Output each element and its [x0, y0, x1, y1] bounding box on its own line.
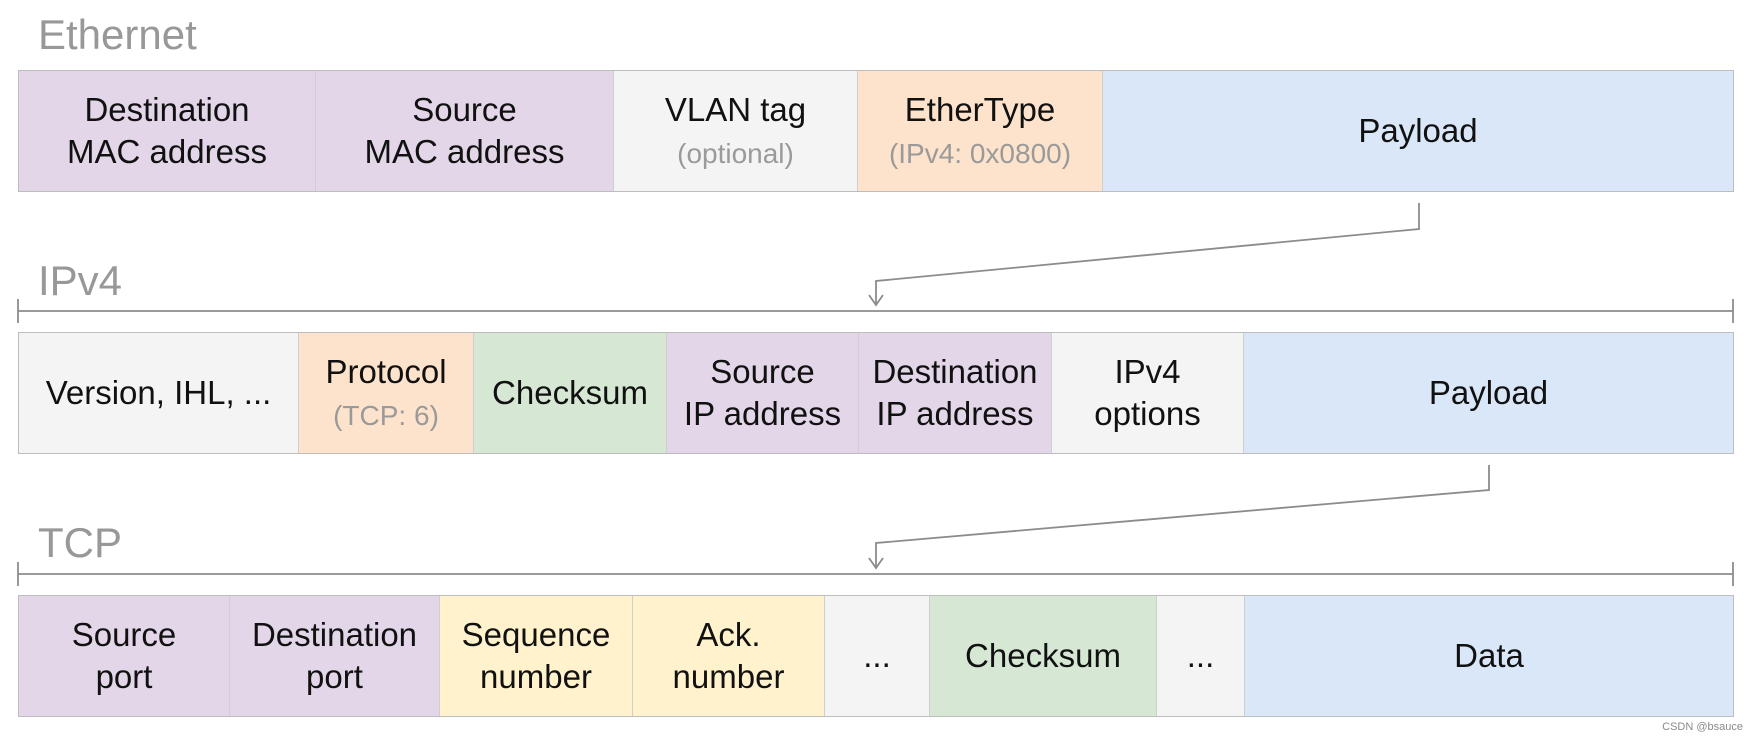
- field-label: Protocol: [325, 353, 447, 391]
- field-label: Destination port: [251, 615, 418, 695]
- field-label: Checksum: [965, 636, 1121, 674]
- tcp-ellipsis-field: ...: [1157, 596, 1245, 716]
- field-label: Source IP address: [683, 352, 842, 432]
- tcp-segment: Source port Destination port Sequence nu…: [18, 595, 1734, 717]
- field-label: ...: [1186, 636, 1215, 674]
- field-label: Source port: [71, 615, 177, 695]
- ipv4-protocol-field: Protocol (TCP: 6): [299, 333, 474, 453]
- ethernet-frame: Destination MAC address Source MAC addre…: [18, 70, 1734, 192]
- field-note: (optional): [677, 137, 794, 169]
- ethernet-destination-mac-field: Destination MAC address: [19, 71, 316, 191]
- field-label: Destination MAC address: [67, 90, 267, 170]
- field-label: Source MAC address: [364, 90, 565, 170]
- ipv4-source-ip-field: Source IP address: [667, 333, 859, 453]
- ipv4-payload-field: Payload: [1244, 333, 1733, 453]
- ethernet-source-mac-field: Source MAC address: [316, 71, 614, 191]
- tcp-ellipsis-field: ...: [825, 596, 930, 716]
- tcp-title: TCP: [38, 519, 122, 566]
- ethernet-payload-field: Payload: [1103, 71, 1733, 191]
- field-label: Ack. number: [672, 615, 785, 695]
- field-label: VLAN tag: [664, 91, 807, 129]
- watermark: CSDN @bsauce: [1662, 721, 1743, 733]
- ethernet-title: Ethernet: [38, 11, 197, 58]
- field-label: Version, IHL, ...: [45, 373, 272, 411]
- ethernet-payload-connector: [875, 203, 1420, 304]
- tcp-checksum-field: Checksum: [930, 596, 1157, 716]
- field-label: Payload: [1358, 111, 1478, 149]
- field-label: Sequence number: [461, 615, 611, 695]
- tcp-sequence-number-field: Sequence number: [440, 596, 633, 716]
- field-note: (IPv4: 0x0800): [888, 137, 1072, 169]
- field-label: Data: [1454, 636, 1524, 674]
- ipv4-title: IPv4: [38, 257, 123, 304]
- ipv4-destination-ip-field: Destination IP address: [859, 333, 1052, 453]
- field-label: Payload: [1428, 373, 1549, 411]
- tcp-source-port-field: Source port: [19, 596, 230, 716]
- tcp-data-field: Data: [1245, 596, 1733, 716]
- ipv4-options-field: IPv4 options: [1052, 333, 1244, 453]
- ethernet-vlan-tag-field: VLAN tag (optional): [614, 71, 858, 191]
- ipv4-version-ihl-field: Version, IHL, ...: [19, 333, 299, 453]
- field-note: (TCP: 6): [333, 399, 439, 431]
- tcp-ack-number-field: Ack. number: [633, 596, 825, 716]
- tcp-destination-port-field: Destination port: [230, 596, 440, 716]
- arrow-down-icon: [868, 294, 884, 307]
- ipv4-packet: Version, IHL, ... Protocol (TCP: 6) Chec…: [18, 332, 1734, 454]
- field-label: IPv4 options: [1094, 352, 1201, 432]
- ethernet-ethertype-field: EtherType (IPv4: 0x0800): [858, 71, 1103, 191]
- field-label: EtherType: [904, 91, 1056, 129]
- ipv4-checksum-field: Checksum: [474, 333, 667, 453]
- arrow-down-icon: [868, 557, 884, 570]
- field-label: Checksum: [492, 373, 648, 411]
- ipv4-payload-connector: [875, 465, 1490, 567]
- field-label: ...: [863, 636, 891, 674]
- field-label: Destination IP address: [872, 352, 1038, 432]
